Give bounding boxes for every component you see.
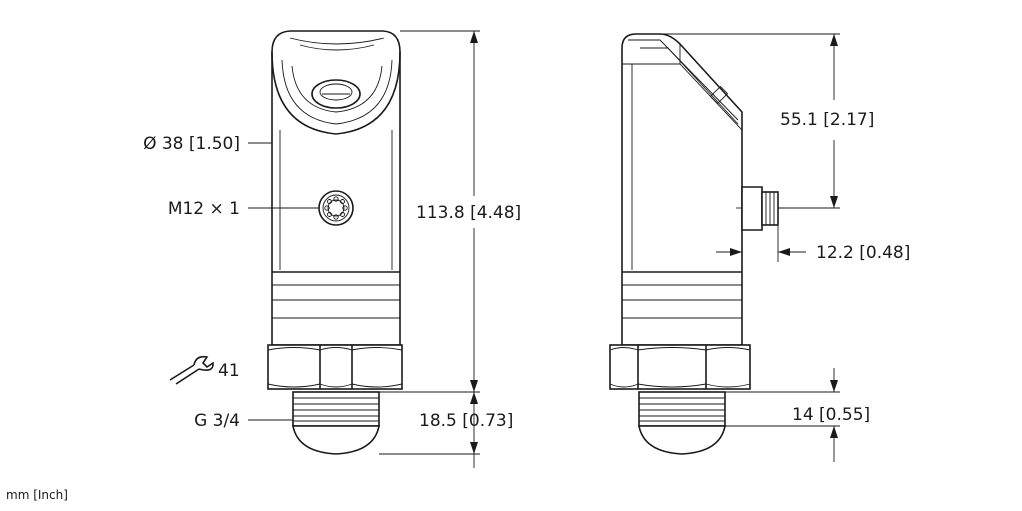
- side-bottom-dome: [638, 425, 726, 455]
- label-connector-thread: M12 × 1: [168, 199, 240, 219]
- side-housing: [621, 33, 743, 346]
- display-window: [311, 79, 361, 109]
- front-head-dome: [271, 51, 401, 135]
- label-diameter: Ø 38 [1.50]: [143, 134, 240, 154]
- side-hex-nut: [609, 344, 751, 390]
- front-bottom-dome: [292, 425, 380, 455]
- side-connector: [736, 186, 779, 231]
- front-hex-nut: [267, 344, 403, 390]
- wrench-icon: [169, 355, 214, 385]
- front-view: [267, 30, 403, 455]
- front-housing: [271, 30, 401, 346]
- label-process-thread: G 3/4: [194, 411, 240, 431]
- m12-connector-icon: [318, 190, 354, 226]
- label-thread-length-front: 18.5 [0.73]: [419, 411, 513, 431]
- side-view: [609, 33, 779, 455]
- label-units-note: mm [Inch]: [6, 488, 68, 502]
- label-height-total: 113.8 [4.48]: [416, 203, 521, 223]
- label-connector-height: 55.1 [2.17]: [780, 110, 874, 130]
- label-thread-length-side: 14 [0.55]: [792, 405, 870, 425]
- label-wrench-size: 41: [218, 361, 240, 381]
- label-connector-projection: 12.2 [0.48]: [816, 243, 910, 263]
